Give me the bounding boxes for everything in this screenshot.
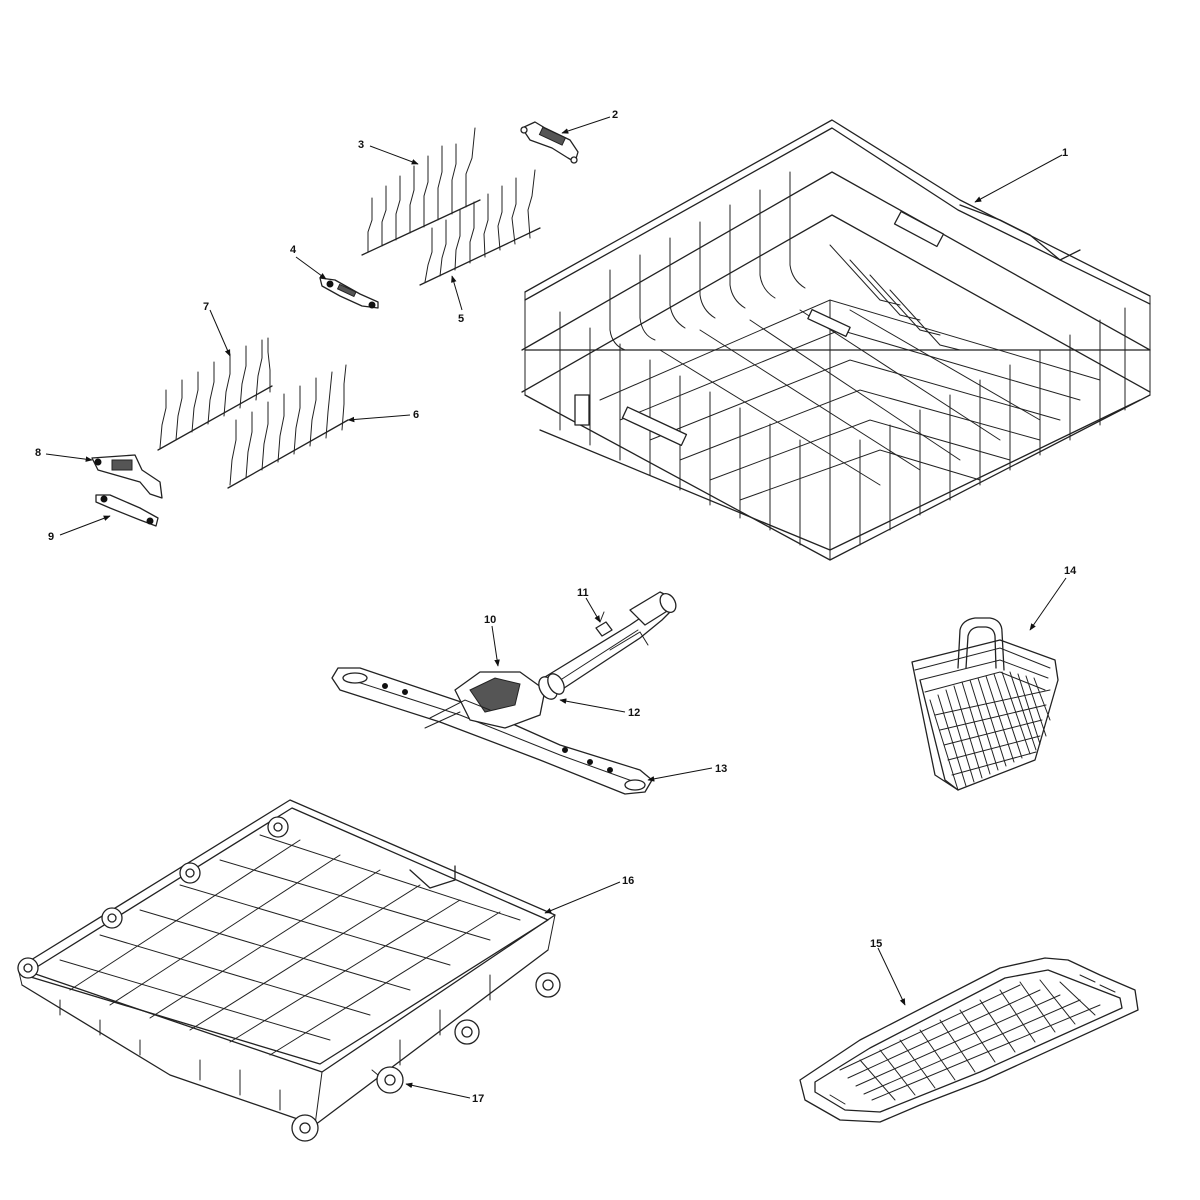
callout-label-3: 3 — [358, 139, 364, 151]
callout-label-14: 14 — [1064, 565, 1077, 577]
tine-bracket-part-8 — [91, 454, 163, 499]
spray-arm-assembly — [331, 591, 677, 795]
callout-12: 12 — [559, 698, 640, 719]
callout-label-1: 1 — [1062, 147, 1068, 159]
callout-8: 8 — [35, 447, 93, 462]
callout-label-16: 16 — [622, 875, 634, 887]
tray-grid — [839, 979, 1101, 1101]
callout-label-15: 15 — [870, 938, 882, 950]
callout-label-2: 2 — [612, 109, 618, 121]
tine-clip-part-4 — [319, 277, 379, 309]
upper-rack-interior-tines — [609, 171, 961, 351]
tine-row-part-6 — [227, 364, 349, 489]
callout-5: 5 — [451, 275, 464, 325]
upper-rack — [521, 119, 1151, 561]
rack-adjuster-part-2 — [520, 121, 579, 164]
callout-label-8: 8 — [35, 447, 41, 459]
callout-label-11: 11 — [577, 587, 589, 599]
tine-row-part-3 — [361, 127, 481, 256]
lower-rack-wheels-rear — [17, 816, 289, 979]
callout-label-10: 10 — [484, 614, 496, 626]
callout-15: 15 — [870, 938, 906, 1006]
callout-10: 10 — [484, 614, 500, 667]
tray-part-15 — [799, 957, 1139, 1123]
basket-grid — [929, 671, 1051, 791]
callout-1: 1 — [974, 147, 1068, 203]
callout-label-13: 13 — [715, 763, 727, 775]
callout-label-4: 4 — [290, 244, 297, 256]
tine-row-part-7 — [157, 337, 273, 451]
tine-row-part-5 — [419, 169, 541, 286]
callout-16: 16 — [544, 875, 634, 914]
callout-14: 14 — [1029, 565, 1077, 631]
lower-rack-grid — [59, 834, 521, 1056]
callout-13: 13 — [647, 763, 727, 782]
callout-label-6: 6 — [413, 409, 419, 421]
callout-label-7: 7 — [203, 301, 209, 313]
callout-label-12: 12 — [628, 707, 640, 719]
lower-rack-part-16 — [17, 799, 556, 1126]
callout-9: 9 — [48, 515, 111, 543]
callout-3: 3 — [358, 139, 419, 165]
callout-4: 4 — [290, 244, 327, 280]
callout-label-9: 9 — [48, 531, 54, 543]
callout-label-5: 5 — [458, 313, 464, 325]
clip-part-11 — [595, 611, 613, 637]
wheel-part-17 — [291, 972, 561, 1142]
upper-rack-floor — [599, 299, 1101, 501]
silverware-basket-part-14 — [911, 617, 1059, 791]
tine-clip-part-9 — [95, 494, 159, 527]
callout-11: 11 — [577, 587, 601, 623]
callout-7: 7 — [203, 301, 231, 357]
callout-17: 17 — [405, 1082, 484, 1105]
callout-6: 6 — [347, 409, 419, 423]
upper-rack-right-tines — [859, 307, 1126, 546]
callout-2: 2 — [561, 109, 618, 134]
callout-label-17: 17 — [472, 1093, 484, 1105]
